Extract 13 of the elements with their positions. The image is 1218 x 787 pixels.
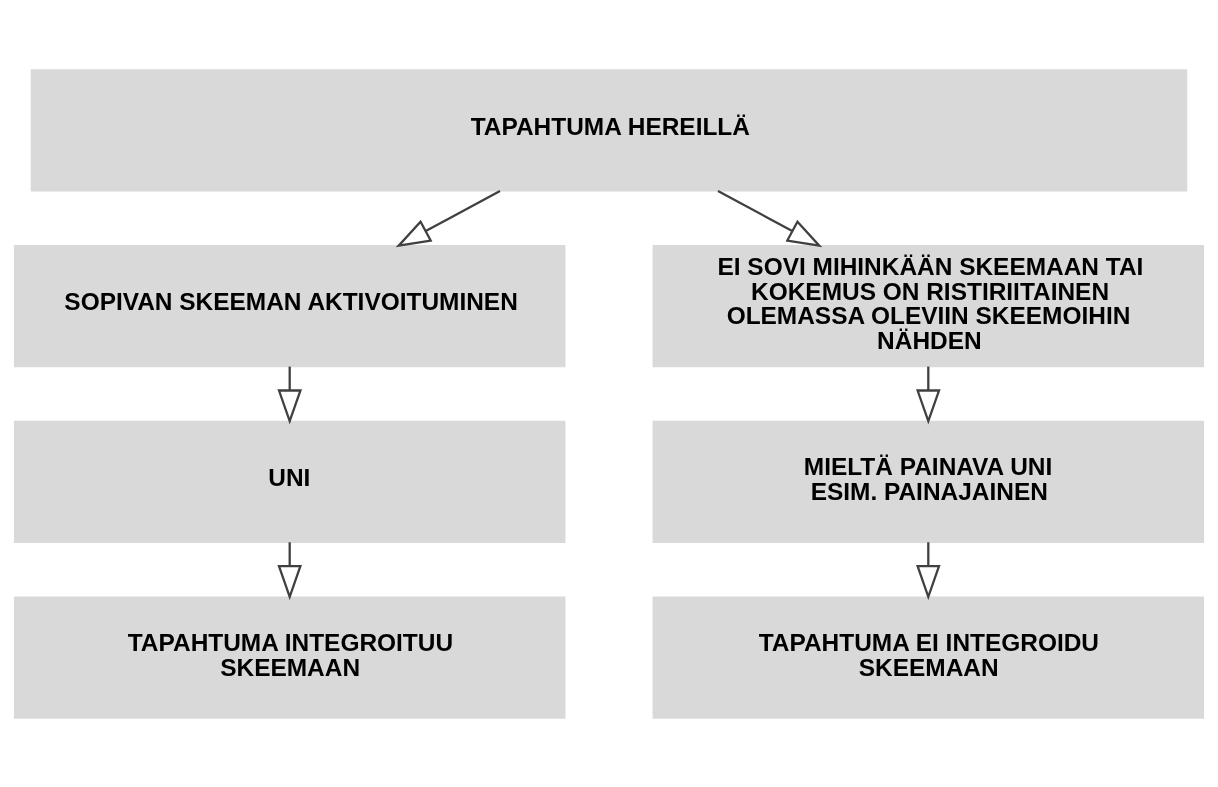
arrow [717,189,823,247]
node-box: TAPAHTUMA EI INTEGROIDU SKEEMAAN [652,595,1205,719]
arrow [277,541,302,600]
node-box: SOPIVAN SKEEMAN AKTIVOITUMINEN [13,244,566,367]
node-box: EI SOVI MIHINKÄÄN SKEEMAAN TAI KOKEMUS ON RISTIRIITAINEN OLEMASSA OLEVIIN SKEEMOIHIN NÄHDEN [652,244,1205,367]
node-box: TAPAHTUMA INTEGROITUU SKEEMAAN [13,595,566,719]
node-box: TAPAHTUMA HEREILLÄ [30,68,1188,192]
arrow [916,366,941,425]
node-box: UNI [13,420,566,543]
arrow [916,541,941,600]
node-box: MIELTÄ PAINAVA UNI ESIM. PAINAJAINEN [652,420,1205,543]
arrow [395,189,501,247]
arrow [277,366,302,425]
